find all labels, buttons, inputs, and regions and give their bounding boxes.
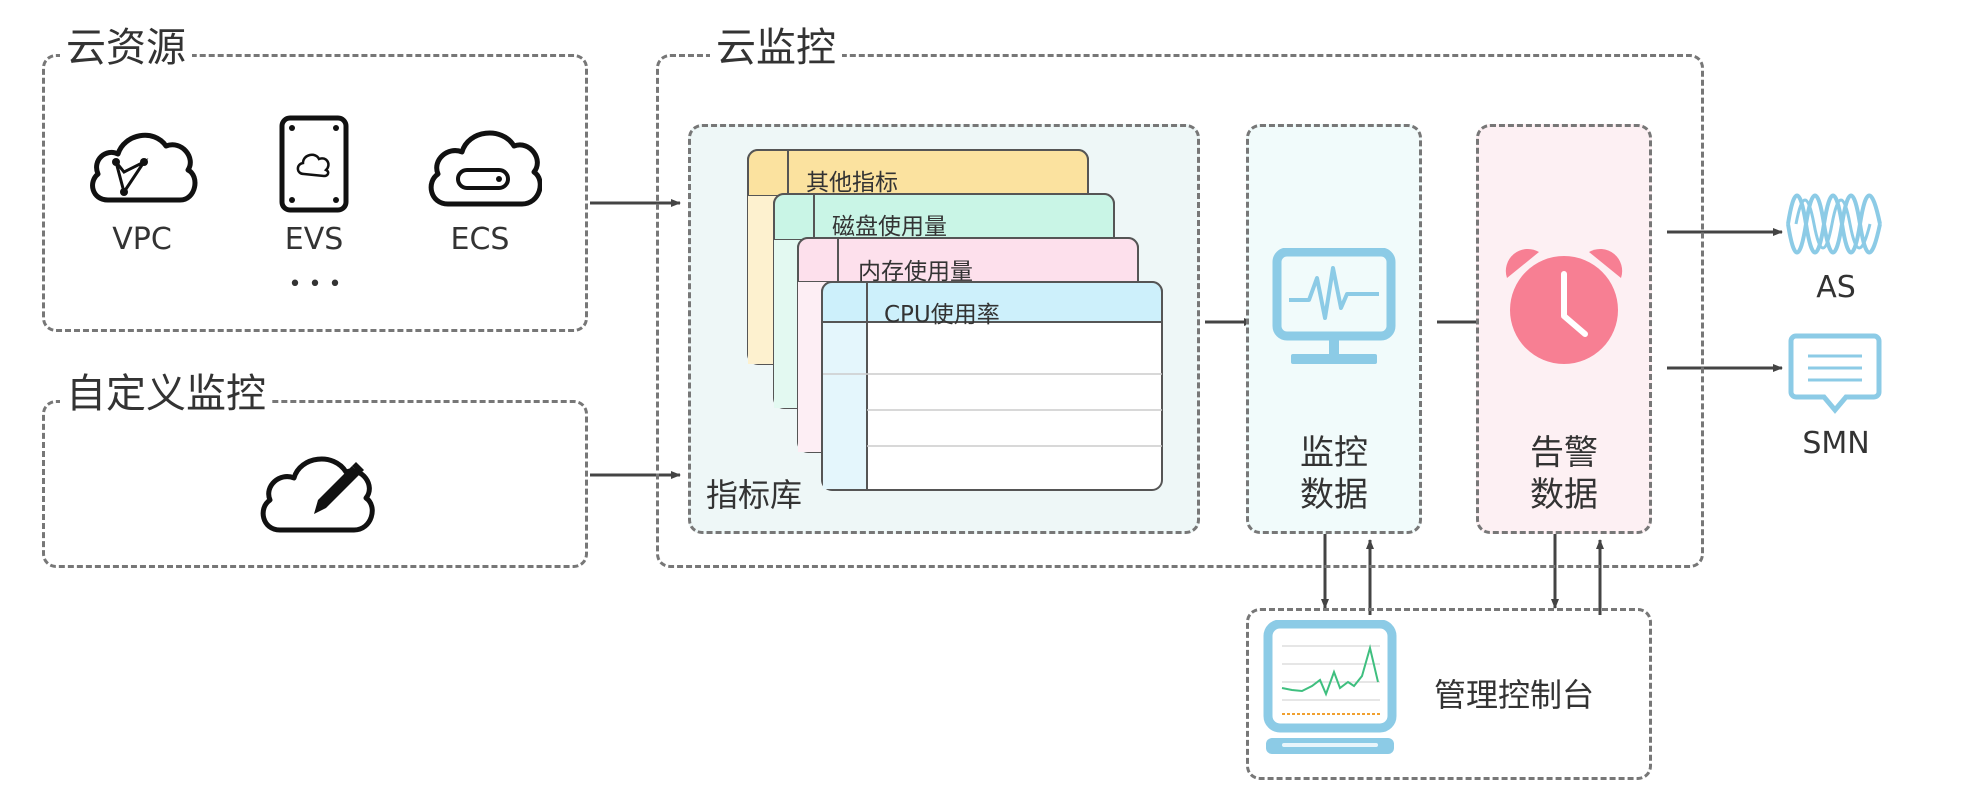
- metric-tables-stack: [747, 149, 1163, 491]
- more-resources-ellipsis: • • •: [288, 272, 342, 297]
- ecs-server-icon: [428, 130, 542, 207]
- cloud-monitoring-title: 云监控: [710, 25, 842, 71]
- as-wave-icon: [1786, 193, 1882, 255]
- custom-monitoring-box: [42, 400, 588, 568]
- table-other-metrics-name: 其他指标: [806, 170, 898, 196]
- management-console-label: 管理控制台: [1434, 676, 1595, 714]
- custom-monitoring-title: 自定义监控: [60, 371, 272, 417]
- vpc-cloud-icon: [90, 132, 198, 203]
- table-cpu-usage: [821, 281, 1163, 491]
- table-memory-usage-name: 内存使用量: [858, 259, 973, 285]
- smn-label: SMN: [1802, 426, 1870, 461]
- console-chart-icon: [1263, 620, 1397, 754]
- table-cpu-usage-name: CPU使用率: [884, 302, 1000, 328]
- as-label: AS: [1816, 270, 1856, 305]
- monitor-pulse-icon: [1272, 248, 1396, 364]
- cloud-monitoring-box: [656, 54, 1704, 568]
- cloud-resources-title: 云资源: [60, 25, 192, 71]
- alarm-clock-icon: [1505, 248, 1623, 364]
- table-disk-usage-name: 磁盘使用量: [832, 214, 947, 240]
- alarm-data-box: [1476, 124, 1652, 534]
- evs-disk-icon: [279, 115, 349, 213]
- monitoring-data-label-line2: 数据: [1300, 475, 1368, 515]
- management-console-box: [1246, 608, 1652, 780]
- ecs-label: ECS: [450, 222, 510, 257]
- evs-label: EVS: [284, 222, 344, 257]
- alarm-data-label-line1: 告警: [1530, 433, 1598, 473]
- cloud-edit-icon: [260, 456, 375, 533]
- monitoring-data-label-line1: 监控: [1300, 433, 1368, 473]
- metric-library-label: 指标库: [706, 476, 803, 514]
- alarm-data-label-line2: 数据: [1530, 475, 1598, 515]
- smn-message-icon: [1788, 333, 1882, 414]
- vpc-label: VPC: [112, 222, 172, 257]
- cloud-resources-box: [42, 54, 588, 332]
